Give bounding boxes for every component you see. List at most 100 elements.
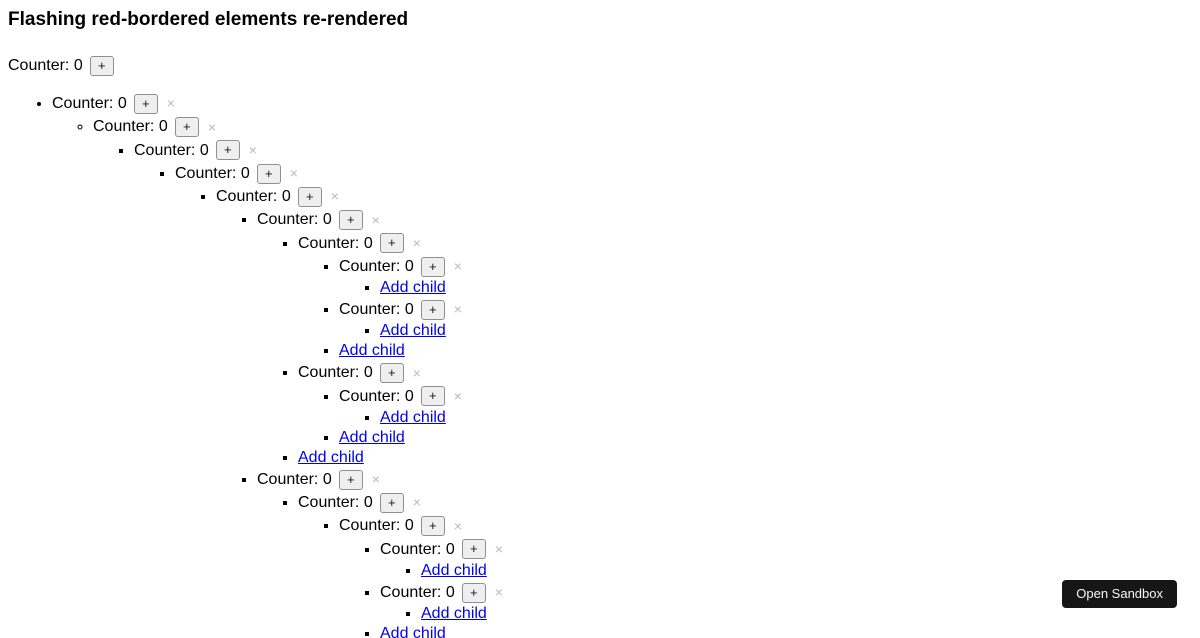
- add-child-item: Add child: [380, 624, 1200, 638]
- counter-value: 0: [446, 584, 455, 601]
- remove-button[interactable]: ×: [454, 301, 462, 317]
- counter-item: Counter: 0+×Counter: 0+×Counter: 0+×Coun…: [93, 115, 1200, 638]
- add-child-item: Add child: [298, 448, 1200, 468]
- counter-value: 0: [74, 57, 83, 74]
- counter-value: 0: [364, 494, 373, 511]
- remove-button[interactable]: ×: [208, 119, 216, 135]
- children-list: Counter: 0+×Counter: 0+×Counter: 0+×Add …: [257, 491, 1200, 638]
- remove-button[interactable]: ×: [413, 494, 421, 510]
- add-child-link[interactable]: Add child: [380, 322, 446, 339]
- counter-item: Counter: 0+×Add child: [339, 385, 1200, 428]
- add-child-link[interactable]: Add child: [380, 279, 446, 296]
- children-list: Add child: [339, 278, 1200, 298]
- counter-label: Counter:: [257, 211, 318, 228]
- remove-button[interactable]: ×: [495, 584, 503, 600]
- children-list: Counter: 0+×Counter: 0+×Add childCounter…: [298, 514, 1200, 638]
- root-counter-row: Counter: 0 +: [8, 55, 1200, 76]
- counter-label: Counter:: [339, 301, 400, 318]
- add-child-link[interactable]: Add child: [298, 449, 364, 466]
- remove-button[interactable]: ×: [413, 235, 421, 251]
- counter-item: Counter: 0+×Counter: 0+×Counter: 0+×Coun…: [257, 468, 1200, 638]
- remove-button[interactable]: ×: [454, 518, 462, 534]
- remove-button[interactable]: ×: [331, 188, 339, 204]
- add-child-item: Add child: [339, 341, 1200, 361]
- increment-button[interactable]: +: [298, 187, 322, 207]
- remove-button[interactable]: ×: [454, 388, 462, 404]
- remove-button[interactable]: ×: [454, 258, 462, 274]
- counter-label: Counter:: [298, 494, 359, 511]
- counter-value: 0: [159, 118, 168, 135]
- increment-button[interactable]: +: [339, 470, 363, 490]
- counter-label: Counter:: [339, 388, 400, 405]
- increment-button[interactable]: +: [380, 493, 404, 513]
- increment-button[interactable]: +: [462, 539, 486, 559]
- add-child-item: Add child: [380, 278, 1200, 298]
- increment-button[interactable]: +: [421, 516, 445, 536]
- children-list: Counter: 0+×Counter: 0+×Counter: 0+×Add …: [216, 208, 1200, 638]
- remove-button[interactable]: ×: [249, 142, 257, 158]
- counter-tree: Counter: 0+ Counter: 0+×Counter: 0+×Coun…: [8, 55, 1200, 638]
- counter-value: 0: [405, 517, 414, 534]
- counter-value: 0: [364, 364, 373, 381]
- increment-button[interactable]: +: [257, 164, 281, 184]
- increment-button[interactable]: +: [462, 583, 486, 603]
- counter-label: Counter:: [339, 258, 400, 275]
- open-sandbox-button[interactable]: Open Sandbox: [1062, 580, 1177, 608]
- increment-button[interactable]: +: [380, 363, 404, 383]
- add-child-link[interactable]: Add child: [380, 409, 446, 426]
- add-child-link[interactable]: Add child: [421, 605, 487, 622]
- counter-label: Counter:: [298, 235, 359, 252]
- increment-button[interactable]: +: [90, 56, 114, 76]
- counter-value: 0: [282, 188, 291, 205]
- counter-value: 0: [118, 95, 127, 112]
- counter-item: Counter: 0+×Counter: 0+×Counter: 0+×Coun…: [175, 162, 1200, 638]
- increment-button[interactable]: +: [339, 210, 363, 230]
- remove-button[interactable]: ×: [290, 165, 298, 181]
- children-list: Counter: 0+×Counter: 0+×Counter: 0+×Coun…: [8, 92, 1200, 638]
- counter-value: 0: [323, 471, 332, 488]
- children-list: Add child: [380, 561, 1200, 581]
- counter-item: Counter: 0+×Counter: 0+×Counter: 0+×Coun…: [52, 92, 1200, 638]
- remove-button[interactable]: ×: [413, 365, 421, 381]
- counter-item: Counter: 0+×Add child: [380, 538, 1200, 581]
- counter-value: 0: [446, 541, 455, 558]
- remove-button[interactable]: ×: [167, 95, 175, 111]
- increment-button[interactable]: +: [380, 233, 404, 253]
- children-list: Counter: 0+×Counter: 0+×Counter: 0+×Coun…: [175, 185, 1200, 638]
- counter-item: Counter: 0+×Counter: 0+×Counter: 0+×Add …: [298, 491, 1200, 638]
- counter-item: Counter: 0+×Counter: 0+×Add childCounter…: [298, 232, 1200, 362]
- children-list: Counter: 0+×Add childAdd child: [298, 385, 1200, 448]
- remove-button[interactable]: ×: [372, 471, 380, 487]
- children-list: Counter: 0+×Add childCounter: 0+×Add chi…: [298, 255, 1200, 362]
- counter-item: Counter: 0+×Counter: 0+×Counter: 0+×Coun…: [134, 139, 1200, 638]
- counter-item: Counter: 0+×Add child: [339, 298, 1200, 341]
- increment-button[interactable]: +: [175, 117, 199, 137]
- add-child-link[interactable]: Add child: [421, 562, 487, 579]
- children-list: Counter: 0+×Counter: 0+×Counter: 0+×Coun…: [93, 139, 1200, 638]
- remove-button[interactable]: ×: [372, 212, 380, 228]
- increment-button[interactable]: +: [421, 386, 445, 406]
- remove-button[interactable]: ×: [495, 541, 503, 557]
- counter-label: Counter:: [8, 57, 69, 74]
- counter-value: 0: [323, 211, 332, 228]
- counter-label: Counter:: [93, 118, 154, 135]
- counter-value: 0: [241, 165, 250, 182]
- counter-label: Counter:: [134, 142, 195, 159]
- increment-button[interactable]: +: [421, 300, 445, 320]
- add-child-link[interactable]: Add child: [380, 625, 446, 638]
- add-child-link[interactable]: Add child: [339, 429, 405, 446]
- children-list: Counter: 0+×Counter: 0+×Counter: 0+×Coun…: [52, 115, 1200, 638]
- counter-item: Counter: 0+×Counter: 0+×Add childCounter…: [339, 514, 1200, 638]
- counter-value: 0: [200, 142, 209, 159]
- page-title: Flashing red-bordered elements re-render…: [8, 9, 1200, 31]
- counter-label: Counter:: [216, 188, 277, 205]
- increment-button[interactable]: +: [134, 94, 158, 114]
- increment-button[interactable]: +: [421, 257, 445, 277]
- counter-label: Counter:: [339, 517, 400, 534]
- counter-value: 0: [364, 235, 373, 252]
- add-child-link[interactable]: Add child: [339, 342, 405, 359]
- increment-button[interactable]: +: [216, 140, 240, 160]
- counter-label: Counter:: [298, 364, 359, 381]
- add-child-item: Add child: [421, 561, 1200, 581]
- counter-label: Counter:: [52, 95, 113, 112]
